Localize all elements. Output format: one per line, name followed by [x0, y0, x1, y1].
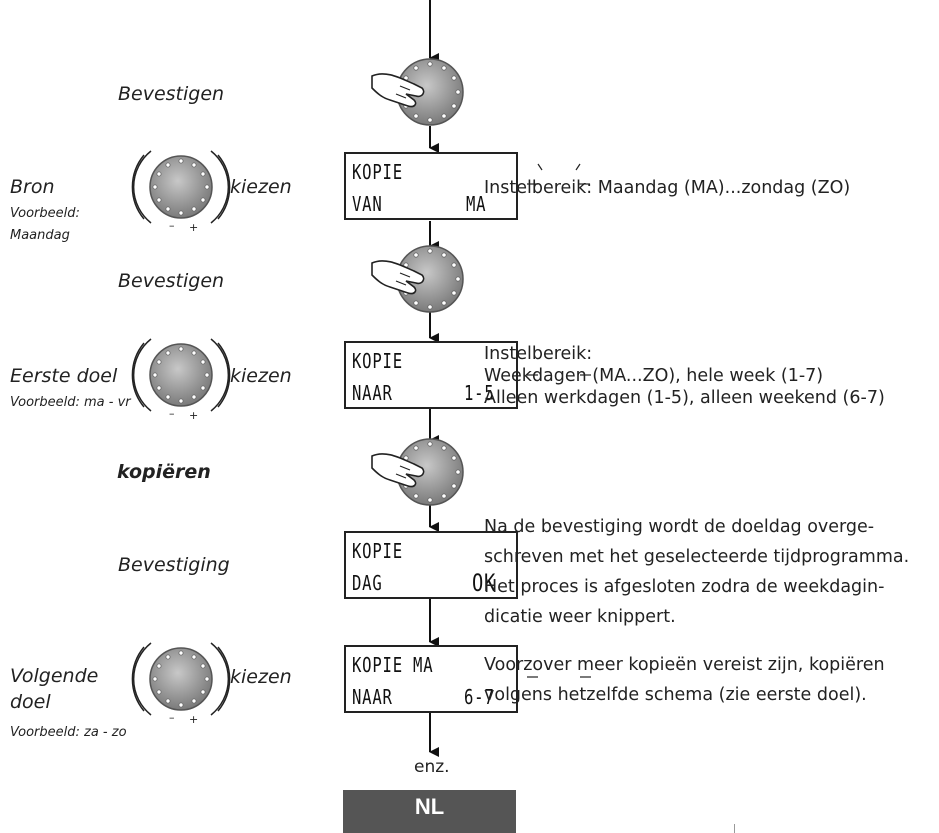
lcd-line2-left: DAG [352, 571, 383, 595]
press-knob-icon [371, 245, 464, 313]
example-label: Voorbeeld: ma - vr [10, 395, 131, 410]
desc-line: Het proces is afgesloten zodra de weekda… [484, 577, 885, 597]
lcd-display: KOPIE VAN MA [344, 152, 518, 220]
step-label-copy: kopiëren [117, 461, 211, 483]
svg-text:+: + [189, 713, 198, 726]
lcd-display: KOPIE MA NAAR 6-7 [344, 645, 518, 713]
press-knob-icon [371, 58, 464, 126]
press-knob-icon [371, 438, 464, 506]
desc-line: volgens hetzelfde schema (zie eerste doe… [484, 685, 867, 705]
choose-label: kiezen [230, 365, 292, 387]
svg-text:+: + [189, 409, 198, 422]
desc-first-target: Instelbereik: Weekdagen (MA...ZO), hele … [484, 343, 885, 409]
rotate-knob-icon: – + [131, 338, 231, 422]
blink-marks-icon [527, 163, 591, 678]
lcd-line1: KOPIE [352, 349, 403, 373]
desc-confirmation: Na de bevestiging wordt de doeldag overg… [484, 512, 909, 632]
lcd-display: KOPIE DAG OK [344, 531, 518, 599]
desc-line: Instelbereik: [484, 344, 593, 364]
choose-label: kiezen [230, 176, 292, 198]
rotate-knob-icon: – + [131, 150, 231, 234]
divider [734, 824, 735, 833]
step-label-source: Bron [10, 176, 55, 198]
desc-line: Alleen werkdagen (1-5), alleen weekend (… [484, 388, 885, 408]
step-label-confirmation: Bevestiging [118, 554, 230, 576]
svg-text:+: + [189, 221, 198, 234]
lcd-line2-left: VAN [352, 192, 383, 216]
example-value: Maandag [10, 228, 70, 243]
lcd-line1: KOPIE [352, 160, 403, 184]
etc-label: enz. [414, 757, 450, 777]
example-label: Voorbeeld: [10, 206, 80, 221]
choose-label: kiezen [230, 666, 292, 688]
lcd-line1: KOPIE MA [352, 653, 434, 677]
desc-line: Voorzover meer kopieën vereist zijn, kop… [484, 655, 885, 675]
example-label: Voorbeeld: za - zo [10, 725, 127, 740]
step-label-next-target: Volgende [10, 665, 99, 687]
lcd-line2-right: 6-7 [464, 685, 495, 709]
lcd-display: KOPIE NAAR 1-5 [344, 341, 518, 409]
svg-text:–: – [169, 219, 175, 232]
desc-line: schreven met het geselecteerde tijdprogr… [484, 547, 910, 567]
step-label-confirm-2: Bevestigen [118, 270, 225, 292]
desc-line: dicatie weer knippert. [484, 607, 676, 627]
lcd-line2-right: MA [466, 192, 487, 216]
svg-text:–: – [169, 711, 175, 724]
svg-text:–: – [169, 407, 175, 420]
step-label-first-target: Eerste doel [10, 365, 118, 387]
lcd-line2-right: OK [472, 569, 497, 597]
language-badge: NL [343, 790, 516, 833]
desc-source: Instelbereik: Maandag (MA)...zondag (ZO) [484, 178, 851, 198]
rotate-knob-icon: – + [131, 642, 231, 726]
desc-line: Weekdagen (MA...ZO), hele week (1-7) [484, 366, 824, 386]
desc-line: Na de bevestiging wordt de doeldag overg… [484, 517, 875, 537]
lcd-line2-left: NAAR [352, 685, 393, 709]
step-label-confirm-1: Bevestigen [118, 83, 225, 105]
lcd-line2-right: 1-5 [464, 381, 495, 405]
desc-next-target: Voorzover meer kopieën vereist zijn, kop… [484, 650, 885, 710]
lcd-line2-left: NAAR [352, 381, 393, 405]
lcd-line1: KOPIE [352, 539, 403, 563]
step-label-next-target-2: doel [10, 691, 51, 713]
